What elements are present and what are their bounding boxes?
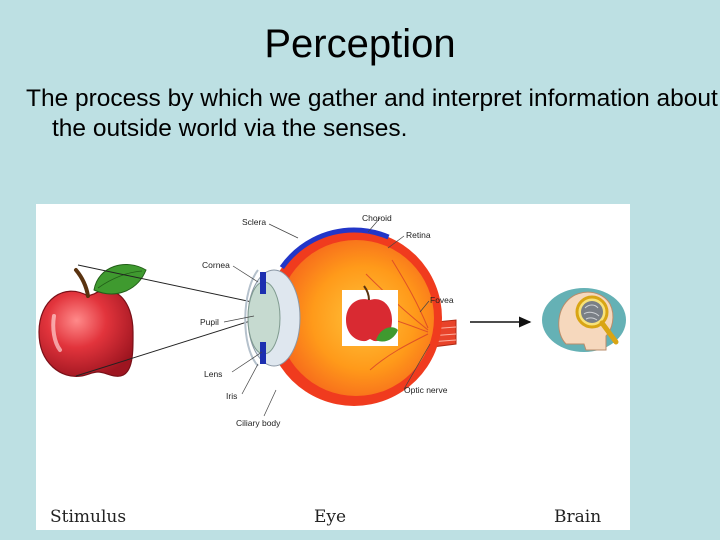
label-iris: Iris [226, 391, 237, 401]
caption-brain: Brain [554, 507, 601, 527]
label-retina: Retina [406, 230, 431, 240]
perception-diagram: Sclera Choroid Retina Cornea Pupil Fovea… [36, 204, 630, 530]
diagram-svg: Sclera Choroid Retina Cornea Pupil Fovea… [38, 213, 626, 527]
apple-illustration [38, 264, 147, 377]
label-cornea: Cornea [202, 260, 230, 270]
label-sclera: Sclera [242, 217, 266, 227]
label-optic-nerve: Optic nerve [404, 385, 448, 395]
eye-cross-section [244, 227, 457, 409]
label-ciliary-body: Ciliary body [236, 418, 281, 428]
slide-description: The process by which we gather and inter… [26, 85, 718, 142]
retina-image-apple [342, 285, 398, 346]
label-leaders [223, 217, 431, 417]
label-fovea: Fovea [430, 295, 454, 305]
brain-icon [542, 288, 626, 352]
caption-stimulus: Stimulus [50, 507, 126, 527]
label-pupil: Pupil [200, 317, 219, 327]
slide-title: Perception [264, 22, 456, 66]
label-lens: Lens [204, 369, 222, 379]
caption-eye: Eye [314, 507, 346, 527]
label-choroid: Choroid [362, 213, 392, 223]
